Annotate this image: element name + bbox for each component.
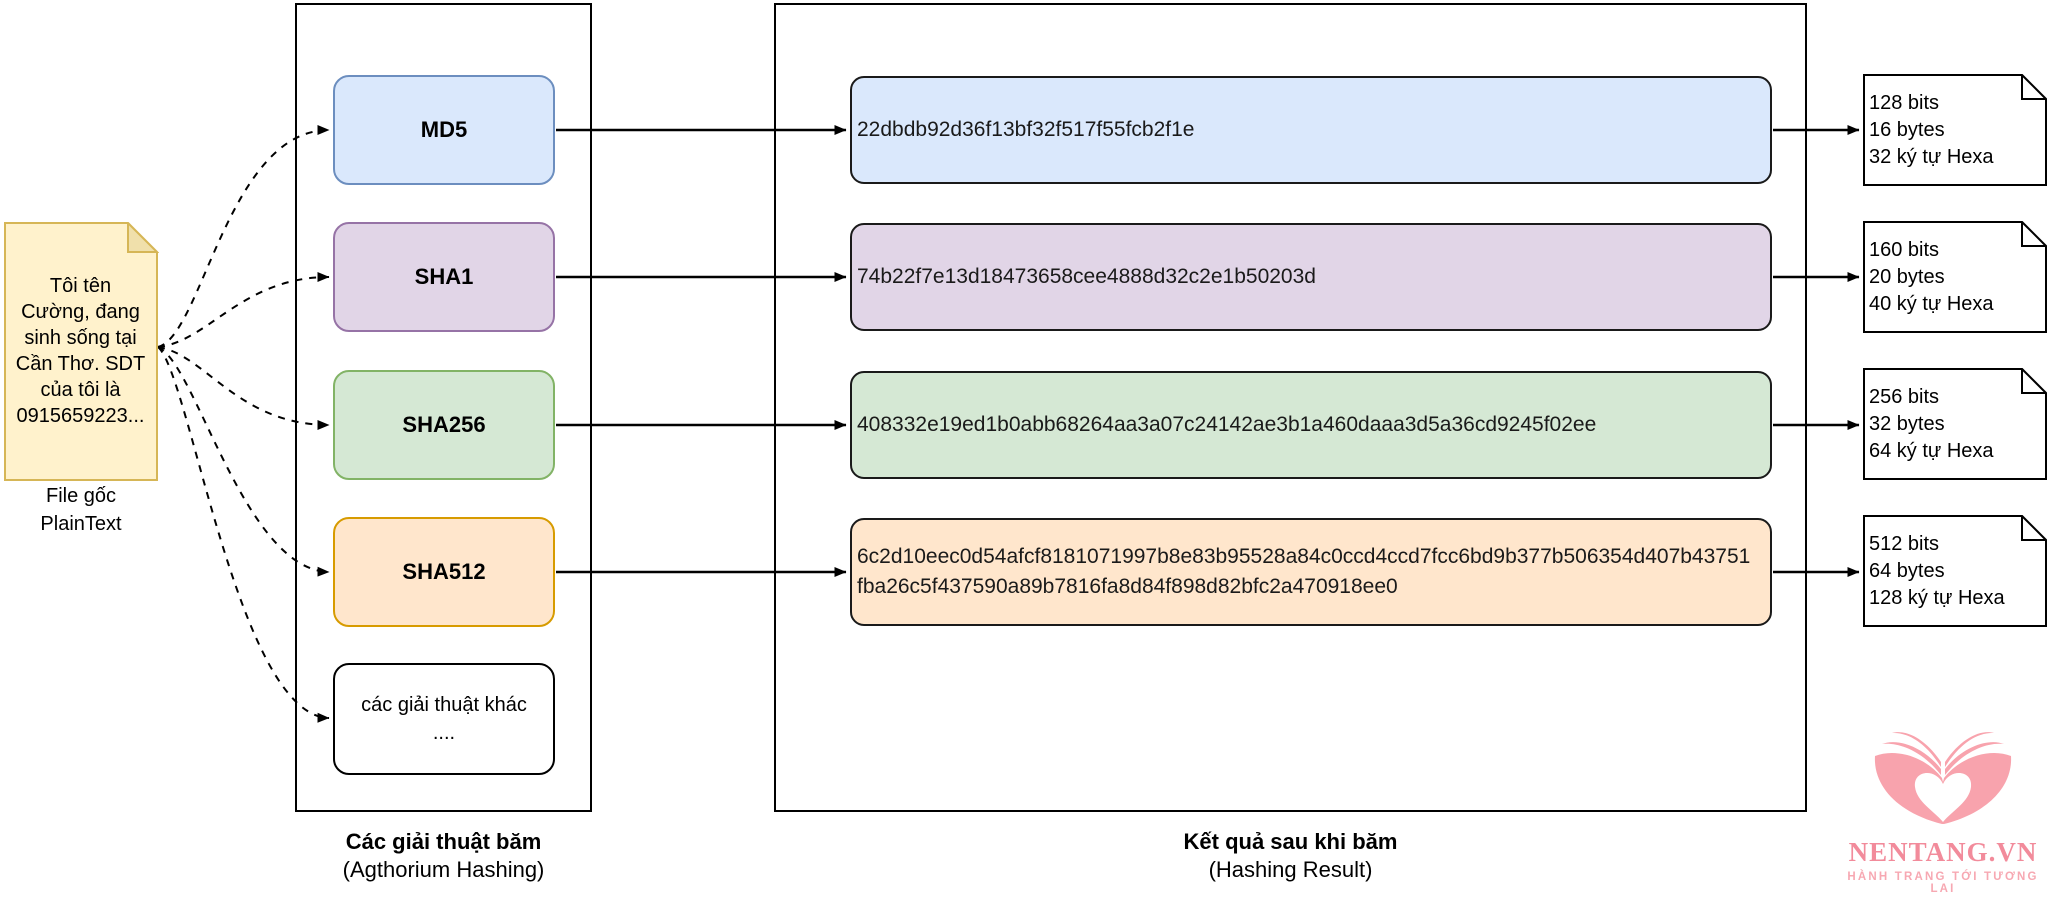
note-sha1-size: 160 bits 20 bytes 40 ký tự Hexa [1863,219,2048,333]
hash-box-md5: 22dbdb92d36f13bf32f517f55fcb2f1e [850,76,1772,184]
source-text-line: Cần Thơ. SDT [15,353,146,375]
logo-tagline: HÀNH TRANG TỚI TƯƠNG LAI [1847,871,2039,895]
algo-box-sha1: SHA1 [333,222,555,332]
source-text-line: Cường, đang [21,301,140,323]
hash-value-sha512: 6c2d10eec0d54afcf8181071997b8e83b95528a8… [857,545,1751,598]
algo-box-sha256: SHA256 [333,370,555,480]
note-sha1-bytes: 20 bytes [1869,265,1945,288]
algo-label-sha512: SHA512 [402,559,486,584]
note-sha512-bits: 512 bits [1869,532,1940,555]
algo-other-line1: các giải thuật khác [361,694,527,716]
source-caption-line1: File gốc [45,485,117,507]
note-sha256-bytes: 32 bytes [1869,412,1945,435]
note-sha512-bytes: 64 bytes [1869,559,1945,582]
algo-label-md5: MD5 [420,117,468,142]
note-sha256-hexa: 64 ký tự Hexa [1869,439,1994,462]
algo-label-sha1: SHA1 [414,264,474,289]
note-shape [1863,219,2048,333]
source-text-line: của tôi là [40,379,121,401]
logo-title: NENTANG.VN [1848,837,2038,867]
note-sha256-bits: 256 bits [1869,385,1940,408]
note-shape [1863,366,2048,480]
note-shape [1863,513,2048,627]
hash-box-sha256: 408332e19ed1b0abb68264aa3a07c24142ae3b1a… [850,371,1772,479]
source-text-line: Tôi tên [49,275,112,297]
source-text-line: sinh sống tại [24,327,137,349]
hash-value-sha256: 408332e19ed1b0abb68264aa3a07c24142ae3b1a… [857,413,1597,436]
algo-other-line2: .... [432,722,456,744]
hash-box-sha512: 6c2d10eec0d54afcf8181071997b8e83b95528a8… [850,518,1772,626]
note-sha1-hexa: 40 ký tự Hexa [1869,292,1994,315]
hash-value-md5: 22dbdb92d36f13bf32f517f55fcb2f1e [857,118,1195,141]
note-md5-size: 128 bits 16 bytes 32 ký tự Hexa [1863,72,2048,186]
algo-box-md5: MD5 [333,75,555,185]
note-md5-bits: 128 bits [1869,91,1940,114]
algorithms-container [295,3,592,812]
hash-box-sha1: 74b22f7e13d18473658cee4888d32c2e1b50203d [850,223,1772,331]
note-shape [1863,72,2048,186]
results-container [774,3,1807,812]
book-heart-icon [1874,732,2012,824]
algo-box-sha512: SHA512 [333,517,555,627]
note-md5-bytes: 16 bytes [1869,118,1945,141]
results-panel-title: Kết quả sau khi băm [1183,829,1398,854]
algorithms-panel-caption: Các giải thuật băm (Agthorium Hashing) [295,828,592,884]
source-caption-line2: PlainText [40,513,122,535]
source-text-line: 0915659223... [16,405,145,427]
algorithms-panel-subtitle: (Agthorium Hashing) [342,857,545,882]
note-sha1-bits: 160 bits [1869,238,1940,261]
note-sha512-hexa: 128 ký tự Hexa [1869,586,2005,609]
nentang-logo: NENTANG.VN HÀNH TRANG TỚI TƯƠNG LAI [1838,712,2048,895]
source-document-caption: File gốc PlainText [0,482,162,538]
algorithms-panel-title: Các giải thuật băm [345,829,542,854]
note-sha256-size: 256 bits 32 bytes 64 ký tự Hexa [1863,366,2048,480]
results-panel-caption: Kết quả sau khi băm (Hashing Result) [774,828,1807,884]
source-document-shape [4,222,159,481]
results-panel-subtitle: (Hashing Result) [1208,857,1373,882]
algo-box-other: các giải thuật khác .... [333,663,555,775]
hash-value-sha1: 74b22f7e13d18473658cee4888d32c2e1b50203d [857,265,1316,288]
source-document-text: Tôi tên Cường, đang sinh sống tại Cần Th… [4,222,157,480]
note-md5-hexa: 32 ký tự Hexa [1869,145,1994,168]
note-sha512-size: 512 bits 64 bytes 128 ký tự Hexa [1863,513,2048,627]
algo-label-sha256: SHA256 [402,412,486,437]
